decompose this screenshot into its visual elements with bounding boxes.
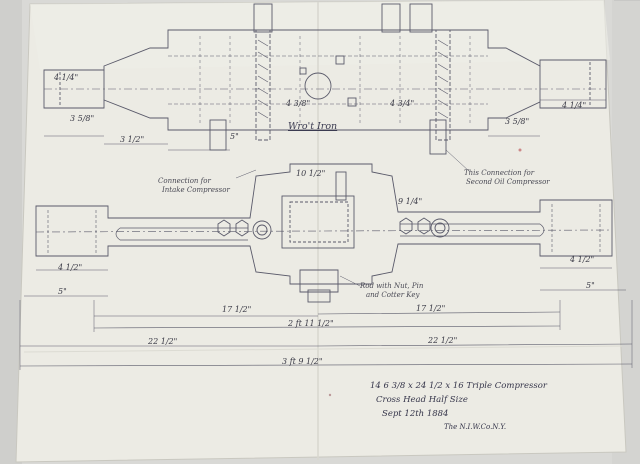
dim-top-left-lower: 3 5/8": [70, 114, 95, 123]
dim-top-right-end: 4 1/4": [562, 101, 587, 110]
dim-left-small: 4 1/2": [58, 263, 83, 272]
title-line-1: 14 6 3/8 x 24 1/2 x 16 Triple Compressor: [370, 381, 547, 391]
title-line-4: The N.I.W.Co.N.Y.: [444, 423, 507, 431]
bottom-body-outline: [35, 163, 613, 285]
dim-center-right: 9 1/4": [398, 197, 423, 206]
top-body-outline: [43, 29, 607, 131]
dim-overall-mid: 2 ft 11 1/2": [288, 319, 334, 328]
dim-center-top: 10 1/2": [296, 169, 326, 178]
dim-half-left: 17 1/2": [222, 305, 252, 314]
dim-right-outer: 5": [586, 281, 595, 290]
dim-top-left-end: 4 1/4": [54, 73, 79, 82]
dim-top-center-left: 5": [230, 132, 239, 141]
dim-half-right: 17 1/2": [416, 304, 446, 313]
dim-left-outer: 5": [58, 287, 67, 296]
title-line-3: Sept 12th 1884: [382, 409, 449, 419]
note-rod-2: and Cotter Key: [366, 291, 420, 299]
note-intake-2: Intake Compressor: [162, 186, 230, 194]
dim-overall: 3 ft 9 1/2": [282, 357, 323, 366]
note-rod-1: Rod with Nut, Pin: [360, 282, 424, 290]
dim-top-mid-1: 4 3/8": [286, 99, 311, 108]
note-intake-1: Connection for: [158, 177, 211, 185]
dim-top-left-bottom: 3 1/2": [120, 135, 145, 144]
paper-sheet: [15, 0, 627, 463]
dim-long-left: 22 1/2": [148, 337, 178, 346]
dim-top-mid-2: 4 3/4": [390, 99, 415, 108]
title-line-2: Cross Head Half Size: [376, 395, 468, 405]
dim-right-small: 4 1/2": [570, 255, 595, 264]
material-label: Wro't Iron: [288, 121, 338, 132]
dim-top-right-lower: 3 5/8": [505, 117, 530, 126]
note-oil-1: This Connection for: [464, 169, 535, 177]
dim-long-right: 22 1/2": [428, 336, 458, 345]
note-oil-2: Second Oil Compressor: [466, 178, 550, 186]
